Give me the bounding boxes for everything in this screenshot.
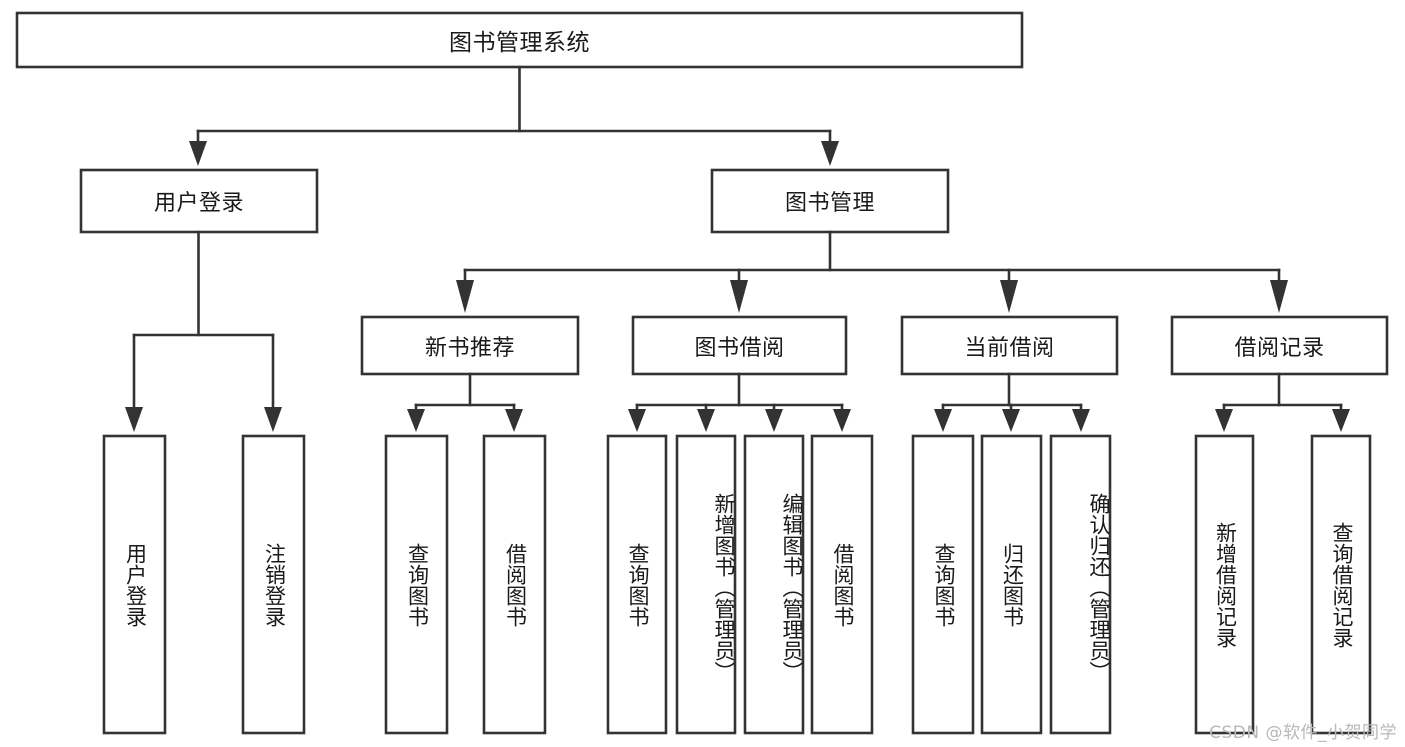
node-book-manage-box[interactable] [710, 168, 950, 234]
leaf-box-logout[interactable] [241, 434, 306, 735]
leaf-box-borrow-book[interactable] [810, 434, 874, 735]
leaf-box-confirm-return-admin[interactable] [1049, 434, 1112, 735]
arrow-head-current-borrow-leaf-2 [1002, 409, 1020, 432]
node-borrow-record-box[interactable] [1170, 315, 1389, 376]
arrow-head-user-login-leaf-2 [264, 407, 282, 432]
leaf-box-search-book-current[interactable] [911, 434, 975, 735]
arrow-head-new-book-recommend [456, 280, 474, 313]
arrow-head-book-borrow-leaf-2 [697, 409, 715, 432]
arrow-head-root-to-user-login [189, 141, 207, 166]
arrow-head-new-book-leaf-1 [407, 409, 425, 432]
arrow-head-current-borrow-leaf-1 [934, 409, 952, 432]
node-new-book-recommend-box[interactable] [360, 315, 580, 376]
leaf-box-search-borrow-record[interactable] [1310, 434, 1372, 735]
arrow-head-user-login-leaf-1 [125, 407, 143, 432]
arrow-head-book-borrow-leaf-4 [833, 409, 851, 432]
arrow-head-book-borrow-leaf-1 [628, 409, 646, 432]
leaf-box-search-book-borrow[interactable] [606, 434, 668, 735]
arrow-head-root-to-book-manage [821, 141, 839, 166]
leaf-box-user-login[interactable] [102, 434, 167, 735]
arrow-head-current-borrow-leaf-3 [1072, 409, 1090, 432]
leaf-box-add-book-admin[interactable] [675, 434, 737, 735]
node-current-borrow-box[interactable] [900, 315, 1119, 376]
leaf-box-add-borrow-record[interactable] [1194, 434, 1255, 735]
arrow-head-borrow-record-leaf-1 [1215, 409, 1233, 432]
leaf-box-edit-book-admin[interactable] [743, 434, 805, 735]
arrow-head-current-borrow [1000, 280, 1018, 313]
leaf-box-return-book[interactable] [980, 434, 1043, 735]
csdn-watermark: CSDN @软件_小贺同学 [1209, 723, 1397, 743]
node-book-borrow-box[interactable] [631, 315, 848, 376]
arrow-head-borrow-record [1270, 280, 1288, 313]
leaf-box-search-book-recommend[interactable] [384, 434, 449, 735]
node-user-login-box[interactable] [79, 168, 319, 234]
arrow-head-book-borrow [730, 280, 748, 313]
leaf-box-borrow-book-recommend[interactable] [482, 434, 547, 735]
arrow-head-new-book-leaf-2 [505, 409, 523, 432]
arrow-head-borrow-record-leaf-2 [1332, 409, 1350, 432]
node-root-box[interactable] [15, 11, 1024, 69]
arrow-head-book-borrow-leaf-3 [765, 409, 783, 432]
